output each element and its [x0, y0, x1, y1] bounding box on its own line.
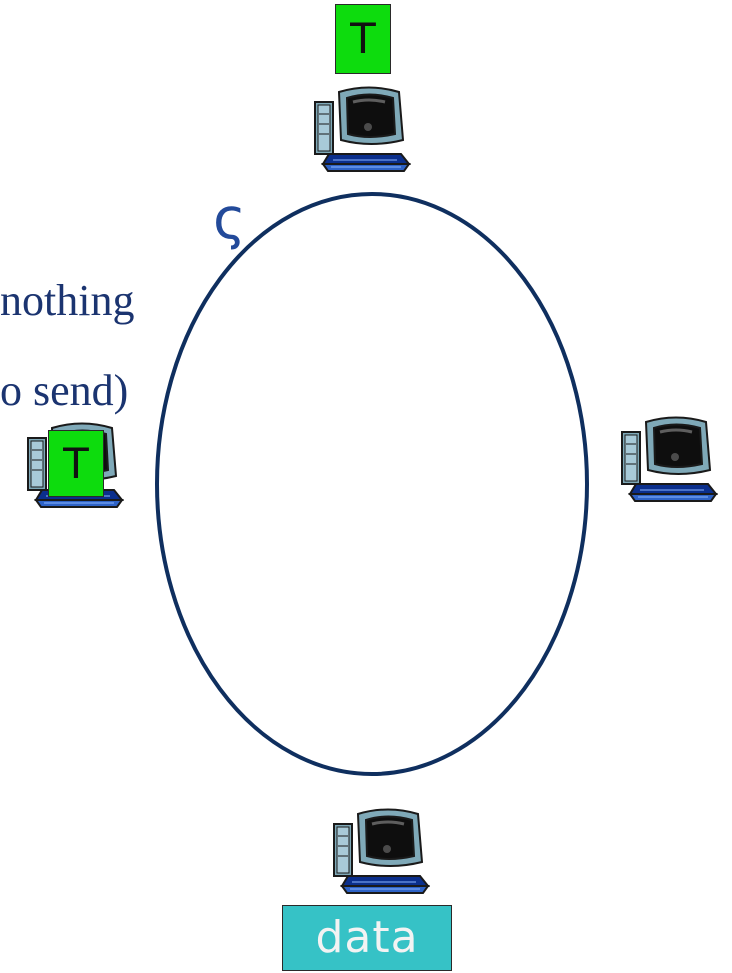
partial-heading-glyph: ς	[213, 187, 246, 252]
right-computer-icon	[621, 416, 719, 502]
top-computer-icon	[314, 86, 412, 172]
data-frame-label: data	[282, 905, 452, 971]
bottom-computer-icon	[333, 808, 431, 894]
partial-text-line-1: nothing	[0, 276, 135, 325]
left-token: T	[48, 430, 104, 497]
top-token: T	[335, 4, 391, 74]
partial-text-line-2: o send)	[0, 366, 129, 415]
